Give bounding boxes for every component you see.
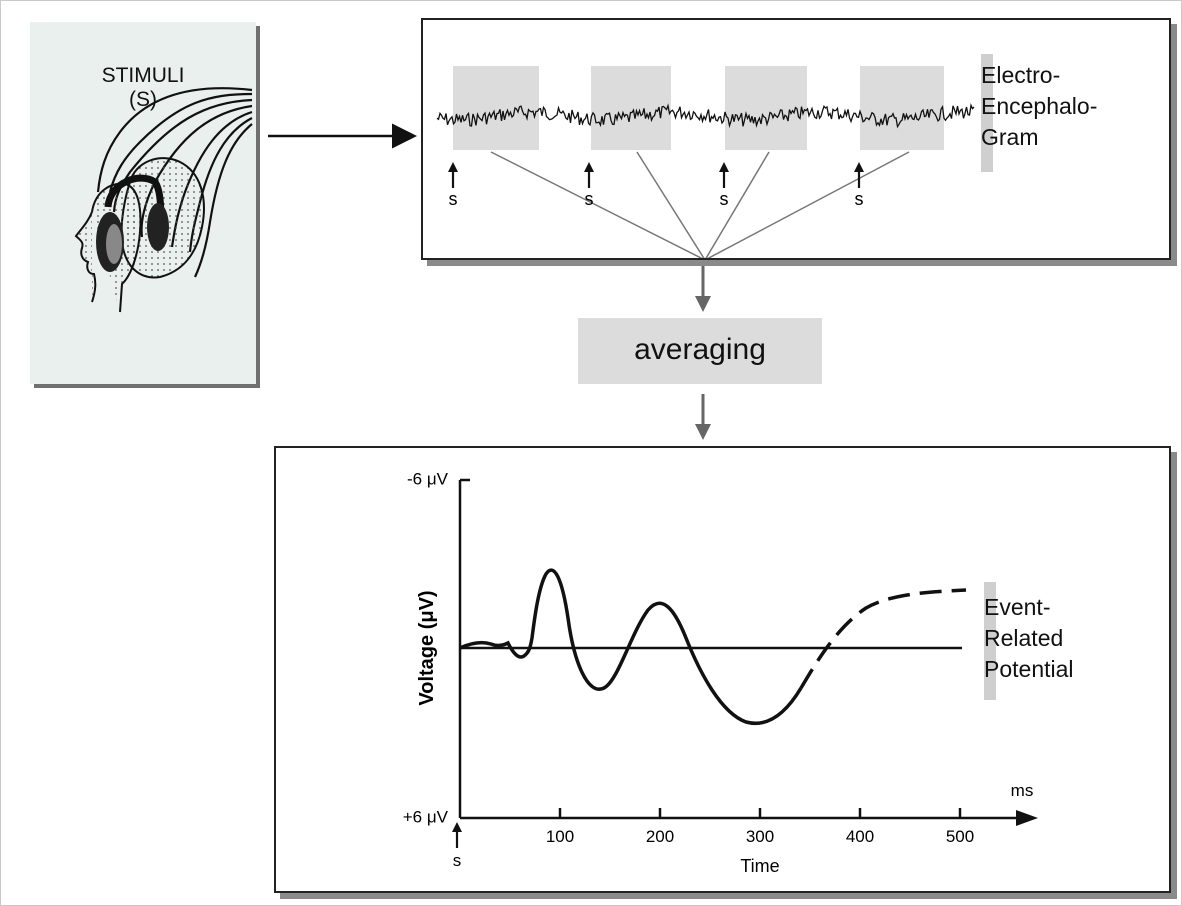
x-axis-title: Time — [740, 856, 779, 876]
stimulus-marker-label: s — [720, 189, 729, 209]
averaging-label: averaging — [634, 333, 766, 366]
x-axis-ticks: 100 200 300 400 500 — [546, 808, 974, 846]
stimulus-marker-label: s — [449, 189, 458, 209]
x-unit-label: ms — [1011, 781, 1034, 800]
erp-panel: 100 200 300 400 500 -6 μV +6 μV Voltage (μV)… — [274, 446, 1171, 893]
x-axis-arrowhead — [1016, 810, 1038, 826]
erp-label-line: Event- — [984, 594, 1051, 620]
eeg-trace-svg: s s s s — [436, 54, 993, 258]
x-tick-label: 200 — [646, 827, 674, 846]
eeg-label-line: Electro- — [981, 62, 1061, 88]
x-tick-label: 400 — [846, 827, 874, 846]
x-tick-label: 300 — [746, 827, 774, 846]
eeg-epoch-highlight — [453, 66, 539, 150]
eeg-label-line: Gram — [981, 124, 1039, 150]
erp-label-highlight — [984, 582, 996, 700]
erp-label-line: Potential — [984, 656, 1074, 682]
eeg-panel: s s s s Electro- Encephalo- Gram — [421, 18, 1171, 260]
stimulus-marker-label: s — [453, 851, 462, 870]
erp-label: Event- Related Potential — [984, 592, 1074, 685]
stimulus-marker-label: s — [585, 189, 594, 209]
stimuli-title: STIMULI — [101, 64, 185, 87]
erp-waveform-solid — [459, 568, 803, 725]
eeg-label-highlight — [981, 54, 993, 172]
y-bottom-label: +6 μV — [403, 807, 449, 826]
stimulus-arrow: s — [448, 162, 458, 209]
averaging-box — [578, 318, 822, 384]
erp-stimulus-marker: s — [452, 822, 462, 870]
stimulus-arrow: s — [584, 162, 594, 209]
erp-plot-svg: 100 200 300 400 500 -6 μV +6 μV Voltage (μV)… — [403, 469, 1038, 876]
stimulus-marker-label: s — [855, 189, 864, 209]
eeg-epoch-highlight — [591, 66, 671, 150]
y-top-label: -6 μV — [407, 469, 449, 488]
eeg-label: Electro- Encephalo- Gram — [981, 60, 1097, 153]
eeg-epoch-highlight — [860, 66, 944, 150]
erp-waveform-dashed — [799, 588, 967, 689]
eeg-epoch-highlight — [725, 66, 807, 150]
eeg-trace — [436, 103, 975, 129]
epoch-lines — [490, 151, 910, 258]
stimulus-arrow: s — [854, 162, 864, 209]
stimulus-arrow: s — [719, 162, 729, 209]
x-tick-label: 500 — [946, 827, 974, 846]
head-headphones-illustration — [74, 87, 253, 313]
eeg-stimulus-markers: s s s s — [448, 162, 864, 209]
eeg-label-line: Encephalo- — [981, 93, 1098, 119]
erp-label-line: Related — [984, 625, 1064, 651]
stimuli-panel: STIMULI (S) — [30, 22, 256, 384]
x-tick-label: 100 — [546, 827, 574, 846]
y-axis-title: Voltage (μV) — [416, 590, 438, 705]
